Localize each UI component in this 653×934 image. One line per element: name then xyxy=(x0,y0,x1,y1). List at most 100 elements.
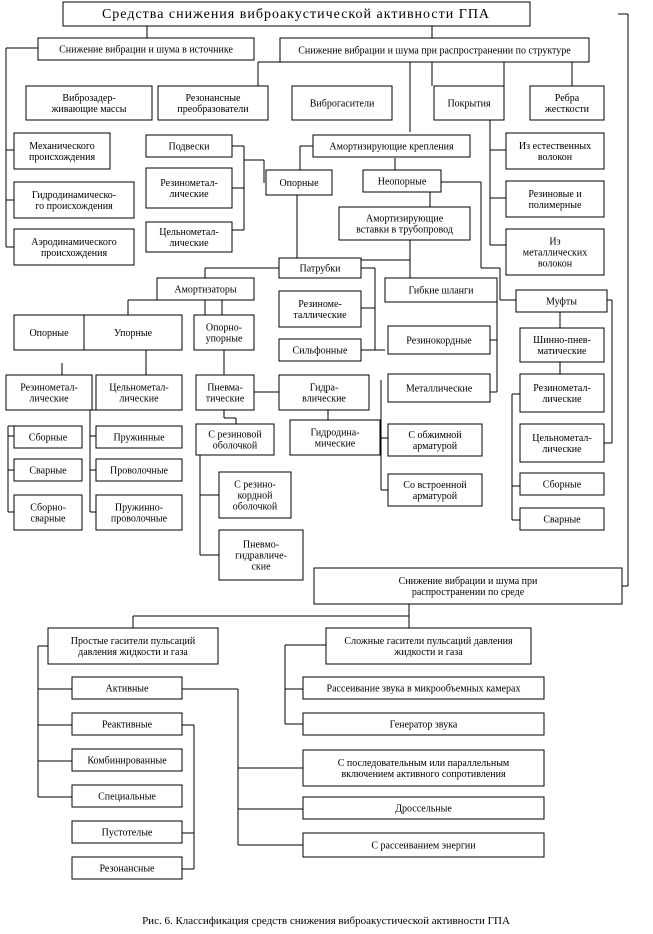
node-label: арматурой xyxy=(413,441,458,452)
node-wire: Проволочные xyxy=(95,458,183,482)
node-label: Резинометал- xyxy=(533,383,591,394)
node-label: кордной xyxy=(237,491,273,502)
node-box xyxy=(195,374,255,411)
node-box xyxy=(387,325,491,355)
node-label: С обжимной xyxy=(408,430,462,441)
node-label: Снижение вибрации и шума в источнике xyxy=(59,45,233,56)
node-box xyxy=(193,314,255,351)
node-box xyxy=(505,228,605,276)
node-box xyxy=(302,749,545,787)
node-box xyxy=(156,277,255,301)
node-support: Опорные xyxy=(265,169,333,196)
node-hydro-origin: Гидродинамическо-го происхождения xyxy=(13,181,135,219)
node-box xyxy=(37,37,255,61)
node-box xyxy=(145,134,233,158)
node-label: Амортизирующие крепления xyxy=(329,142,454,153)
node-label: Простые гасители пульсаций xyxy=(71,636,196,647)
node-box xyxy=(302,832,545,858)
node-label: полимерные xyxy=(529,200,582,211)
node-box xyxy=(387,373,491,403)
node-box xyxy=(71,784,183,808)
node-label: Сварные xyxy=(29,466,67,477)
node-tire-pneumatic: Шинно-пнев-матические xyxy=(519,327,605,363)
node-label: Подвески xyxy=(168,142,210,153)
node-box xyxy=(71,676,183,700)
node-reactive: Реактивные xyxy=(71,712,183,736)
node-label: Виброзадер- xyxy=(62,93,115,104)
node-label: Упорные xyxy=(114,328,153,339)
node-box xyxy=(302,796,545,820)
node-label: Реактивные xyxy=(102,720,153,731)
title-box: Средства снижения виброакустической акти… xyxy=(62,1,531,27)
node-label: Рассеивание звука в микрообъемных камера… xyxy=(327,684,521,695)
node-label: Снижение вибрации и шума при распростран… xyxy=(298,46,571,57)
node-combined: Комбинированные xyxy=(71,748,183,772)
node-label: металлических xyxy=(523,248,587,259)
node-label: С последовательным или параллельным xyxy=(338,758,510,769)
node-all-metal-1: Цельнометал-лические xyxy=(145,221,233,253)
node-label: живающие массы xyxy=(50,104,126,115)
node-box xyxy=(278,338,362,362)
node-label: Опорные xyxy=(29,328,69,339)
node-box xyxy=(291,85,393,121)
node-box xyxy=(529,85,605,121)
node-label: сварные xyxy=(31,514,67,525)
node-spring-wire: Пружинно-проволочные xyxy=(95,494,183,531)
node-flex-hoses: Гибкие шланги xyxy=(384,277,498,303)
node-box xyxy=(338,206,471,241)
node-label: матические xyxy=(538,346,588,357)
node-label: лические xyxy=(169,238,209,249)
node-label: Сборные xyxy=(543,480,582,491)
node-label: Опорные xyxy=(279,178,319,189)
node-label: Покрытия xyxy=(447,99,491,110)
node-label: Резинометал- xyxy=(20,383,78,394)
node-label: происхождения xyxy=(41,248,108,259)
node-label: проволочные xyxy=(111,514,168,525)
node-label: лические xyxy=(29,394,69,405)
node-sa-support-thrust: Опорно-упорные xyxy=(193,314,255,351)
node-box xyxy=(95,374,183,411)
node-rm-assembled-welded: Сборно-сварные xyxy=(13,494,83,531)
node-box xyxy=(71,856,183,880)
node-box xyxy=(95,458,183,482)
node-damping-fasteners: Амортизирующие крепления xyxy=(312,134,471,158)
node-rubber-cord: Резинокордные xyxy=(387,325,491,355)
node-label: жидкости и газа xyxy=(393,647,463,658)
node-label: волокон xyxy=(538,259,573,270)
node-label: Амортизирующие xyxy=(366,214,444,225)
node-box xyxy=(519,373,605,413)
node-label: Сложные гасители пульсаций давления xyxy=(344,636,513,647)
node-label: Генератор звука xyxy=(390,720,458,731)
node-label: Гидродинамическо- xyxy=(32,190,116,201)
node-label: упорные xyxy=(206,334,243,345)
node-label: Гибкие шланги xyxy=(409,286,475,297)
node-suspensions: Подвески xyxy=(145,134,233,158)
node-box xyxy=(13,132,111,170)
node-box xyxy=(289,419,381,456)
node-label: Цельнометал- xyxy=(532,433,591,444)
node-box xyxy=(279,37,590,63)
node-label: Шинно-пнев- xyxy=(533,335,591,346)
node-label: Снижение вибрации и шума при xyxy=(399,576,538,587)
node-label: Проволочные xyxy=(110,466,169,477)
node-label: Ребра xyxy=(555,93,580,104)
node-box xyxy=(278,374,370,411)
node-box xyxy=(71,820,183,844)
node-couplings: Муфты xyxy=(515,289,608,313)
node-box xyxy=(312,134,471,158)
node-pneumatic: Пневма-тические xyxy=(195,374,255,411)
node-label: Из естественных xyxy=(519,141,591,152)
node-label: С резино- xyxy=(234,480,276,491)
node-label: Пружинные xyxy=(113,433,165,444)
node-vibroabsorbers: Виброгасители xyxy=(291,85,393,121)
node-label: Амортизаторы xyxy=(174,285,237,296)
node-label: мические xyxy=(315,439,356,450)
node-bellows: Сильфонные xyxy=(278,338,362,362)
